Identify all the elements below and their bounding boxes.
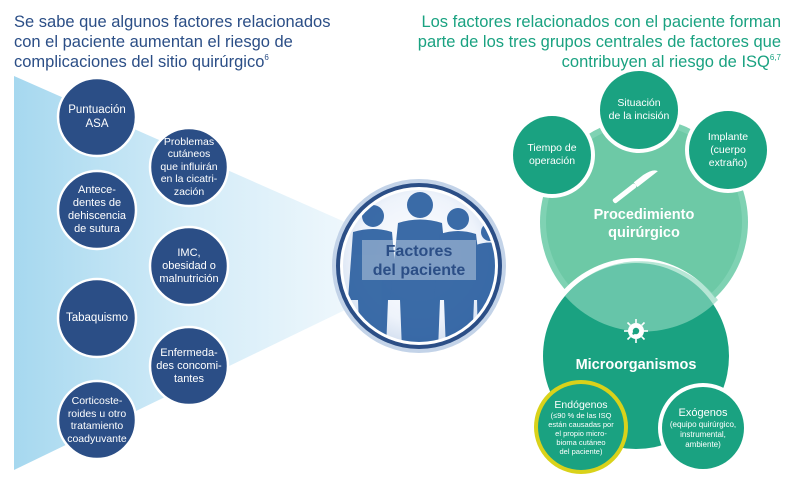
satellite-tiempo-fill xyxy=(513,116,591,194)
center-label-line1: Factores xyxy=(385,243,453,260)
endogenous-title: Endógenos xyxy=(554,398,608,411)
satellite-situacion-label: Situación de la incisión xyxy=(600,75,678,145)
factor-problemas-line: que influirán xyxy=(160,160,218,173)
endogenous-detail-line: (≤90 % de las ISQ xyxy=(550,410,612,420)
center-label: Factores del paciente xyxy=(344,236,494,286)
endogenous-detail-line: el propio micro- xyxy=(555,428,607,438)
satellite-tiempo-line: operación xyxy=(528,155,576,167)
factor-dehiscencia-line: de sutura xyxy=(74,223,120,235)
factor-dehiscencia-line: Antece- xyxy=(78,184,116,196)
factor-asa-circle xyxy=(56,76,138,158)
satellite-implante-line: Implante xyxy=(707,130,749,143)
left-heading-ref: 6 xyxy=(264,53,269,62)
right-heading: Los factores relacionados con el pacient… xyxy=(411,12,781,72)
factor-dehiscencia-line: dentes de xyxy=(72,197,122,209)
satellite-tiempo-line: Tiempo de xyxy=(527,142,577,154)
right-heading-text: Los factores relacionados con el pacient… xyxy=(417,13,781,71)
factor-tabaquismo-label: Tabaquismo xyxy=(58,279,136,357)
right-heading-ref: 6,7 xyxy=(769,53,781,62)
factor-problemas-cutaneos-circle xyxy=(148,126,230,208)
satellite-implante-line: (cuerpo xyxy=(710,143,746,156)
satellite-situacion-line: Situación xyxy=(617,97,661,109)
overlap-lens xyxy=(565,261,718,332)
endogenous-fill xyxy=(538,384,624,470)
factor-problemas-line: Problemas xyxy=(163,135,215,148)
satellite-situacion-fill xyxy=(600,71,678,149)
factor-dehiscencia-circle xyxy=(56,169,138,251)
microbe-icon xyxy=(624,319,648,343)
factor-imc-circle xyxy=(148,225,230,307)
satellite-implante-label: Implante (cuerpo extraño) xyxy=(692,115,764,185)
factor-corticosteroides-line: coadyuvante xyxy=(67,432,127,445)
endogenous-detail-line: del paciente) xyxy=(559,446,603,456)
factor-enfermedades-label: Enfermeda- des concomi- tantes xyxy=(150,327,228,405)
factor-imc-label: IMC, obesidad o malnutrición xyxy=(150,227,228,305)
factor-enfermedades-line: des concomi- xyxy=(156,359,222,372)
procedure-title: Procedimiento quirúrgico xyxy=(574,204,714,244)
microorganisms-title: Microorganismos xyxy=(561,354,711,376)
procedure-title-line1: Procedimiento xyxy=(593,207,695,223)
factor-tabaquismo-circle xyxy=(56,277,138,359)
factor-asa-line: Puntuación xyxy=(68,104,126,116)
factor-imc-line: malnutrición xyxy=(159,272,219,285)
factor-problemas-cutaneos-label: Problemas cutáneos que influirán en la c… xyxy=(150,128,228,206)
left-factor-bubbles xyxy=(56,76,230,461)
factor-asa-line: ASA xyxy=(85,118,109,130)
factor-tabaquismo-line: Tabaquismo xyxy=(65,312,128,324)
exogenous-label: Exógenos (equipo quirúrgico, instrumenta… xyxy=(663,390,743,466)
exogenous-detail-line: ambiente) xyxy=(685,439,721,449)
factor-enfermedades-circle xyxy=(148,325,230,407)
scalpel-icon xyxy=(612,170,658,204)
factor-imc-line: obesidad o xyxy=(162,259,216,272)
factor-dehiscencia-label: Antece- dentes de dehiscencia de sutura xyxy=(58,171,136,249)
center-label-line2: del paciente xyxy=(372,262,466,279)
factor-dehiscencia-line: dehiscencia xyxy=(67,210,127,222)
endogenous-detail-line: están causadas por xyxy=(548,419,614,429)
factor-corticosteroides-label: Corticoste- roides u otro tratamiento co… xyxy=(58,381,136,459)
factor-imc-line: IMC, xyxy=(177,246,201,259)
hub-label-backdrop xyxy=(362,240,476,280)
exogenous-fill xyxy=(662,387,744,469)
endogenous-label: Endógenos (≤90 % de las ISQ están causad… xyxy=(540,386,622,468)
microorganisms-title-text: Microorganismos xyxy=(575,357,697,373)
satellite-tiempo-label: Tiempo de operación xyxy=(516,120,588,190)
left-heading-text: Se sabe que algunos factores relacionado… xyxy=(14,13,331,71)
factor-problemas-line: cutáneos xyxy=(167,148,211,161)
left-heading: Se sabe que algunos factores relacionado… xyxy=(14,12,344,72)
factor-corticosteroides-line: Corticoste- xyxy=(71,395,123,407)
satellite-implante-line: extraño) xyxy=(708,156,748,169)
procedure-title-line2: quirúrgico xyxy=(608,225,680,241)
exogenous-detail-line: instrumental, xyxy=(680,429,726,439)
factor-corticosteroides-line: tratamiento xyxy=(70,420,124,432)
factor-enfermedades-line: tantes xyxy=(174,372,204,385)
satellite-implante-fill xyxy=(689,111,767,189)
factor-asa-label: Puntuación ASA xyxy=(58,78,136,156)
endogenous-detail-line: bioma cutáneo xyxy=(556,437,606,447)
factor-enfermedades-line: Enfermeda- xyxy=(160,346,218,359)
factor-corticosteroides-circle xyxy=(56,379,138,461)
exogenous-detail-line: (equipo quirúrgico, xyxy=(669,419,737,429)
factor-problemas-line: zación xyxy=(173,185,205,198)
factor-corticosteroides-line: roides u otro xyxy=(67,407,127,420)
satellite-situacion-line: de la incisión xyxy=(608,110,670,122)
exogenous-title: Exógenos xyxy=(678,406,728,419)
factor-problemas-line: en la cicatri- xyxy=(160,173,218,186)
